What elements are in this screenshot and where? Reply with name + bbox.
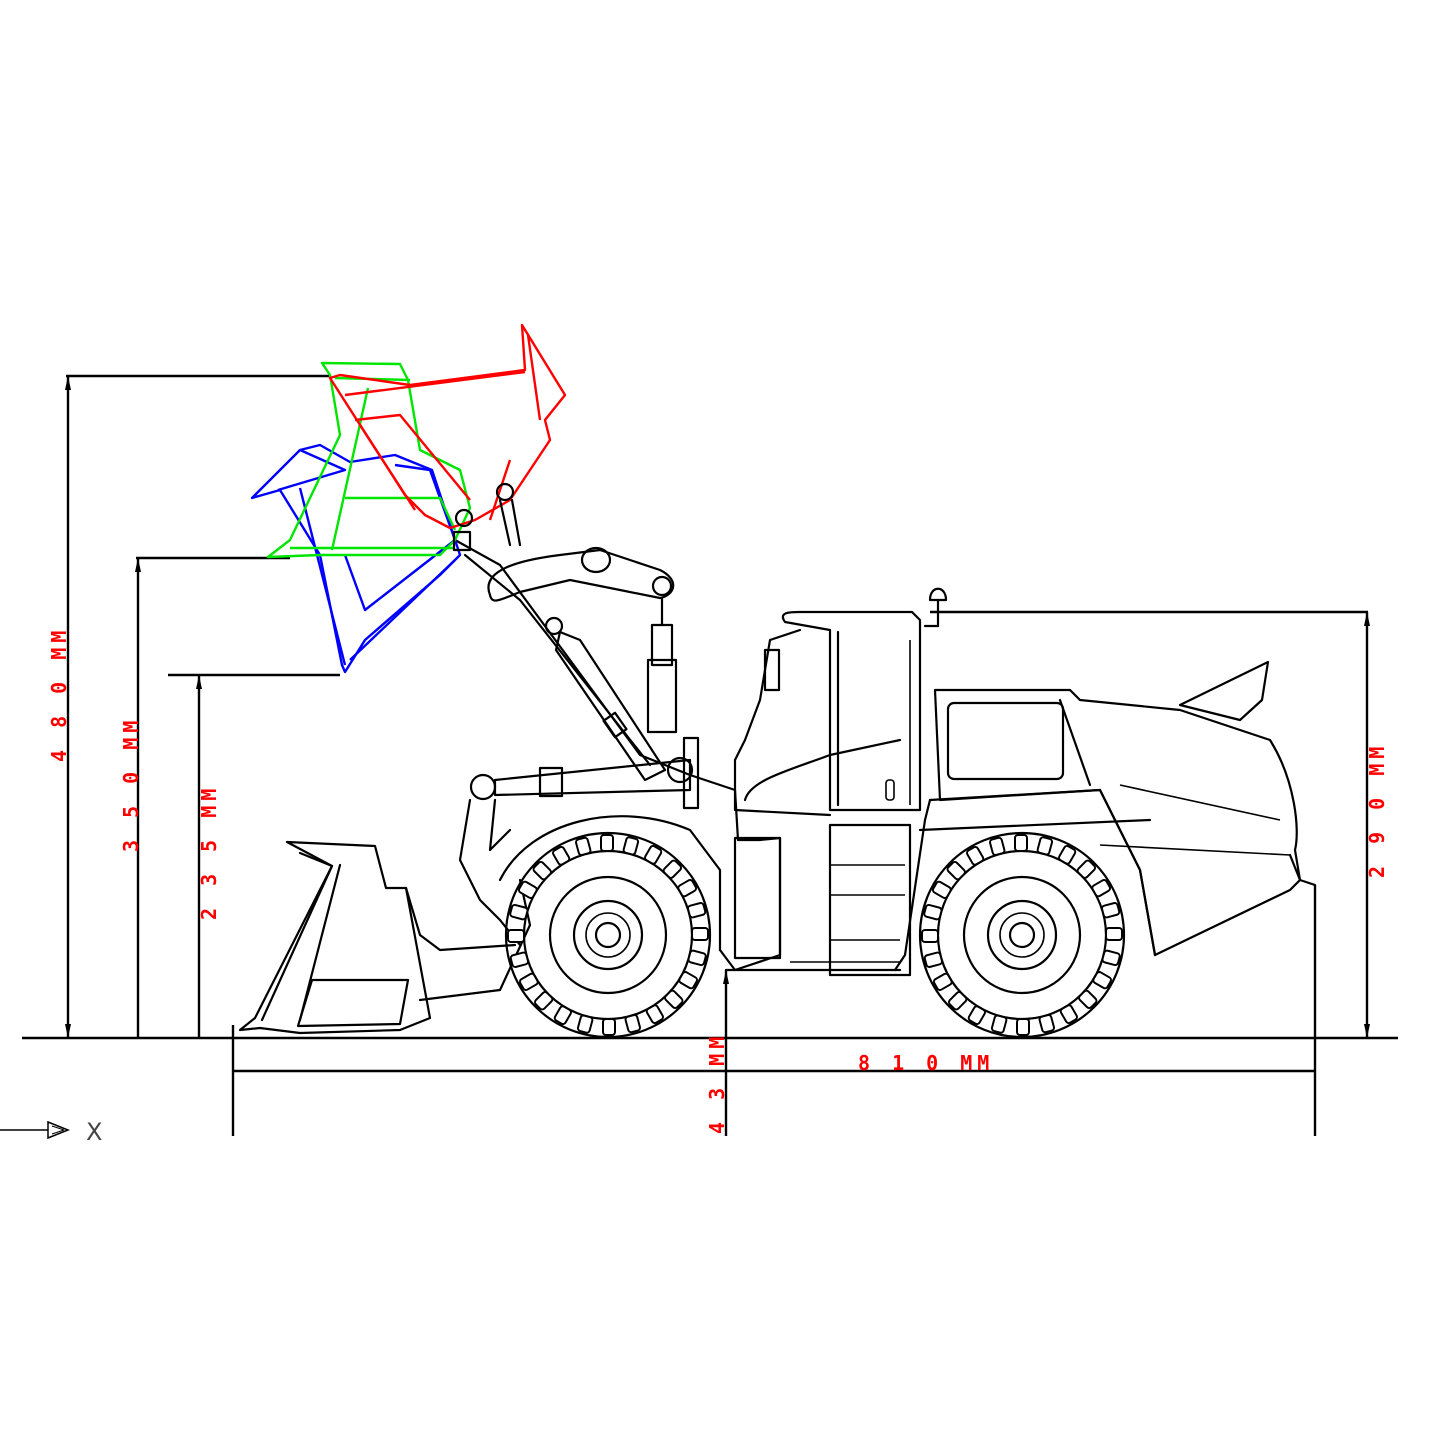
dim-43-line [723,970,729,1136]
dim-label-43: 4 3 MM [705,1032,729,1134]
dim-label-350: 3 5 0 MM [119,716,143,852]
dim-810-line [231,885,1317,1136]
bucket-position-max [328,323,567,530]
loader-body [688,587,1317,977]
dim-label-810: 8 1 0 MM [858,1051,994,1075]
bucket-lowered [238,840,532,1035]
front-wheel [498,815,722,1039]
dim-480-line [65,374,330,1038]
bucket-pivot [452,482,522,552]
axis-x-label: X [86,1118,102,1146]
dim-350-line [135,556,290,1038]
bucket-position-mid [266,361,472,559]
arrow-right-icon [47,1120,71,1140]
rear-wheel [918,831,1126,1039]
dim-290-line [930,610,1370,1038]
dim-235-line [168,673,340,1038]
dim-label-290: 2 9 0 MM [1365,742,1389,878]
front-tire-treads [507,834,709,1036]
dim-label-235: 2 3 5 MM [197,784,221,920]
rear-tire-treads [921,834,1123,1036]
dim-label-480: 4 8 0 MM [47,626,71,762]
lift-arm [453,538,700,947]
x-axis-indicator: X [0,1118,102,1146]
